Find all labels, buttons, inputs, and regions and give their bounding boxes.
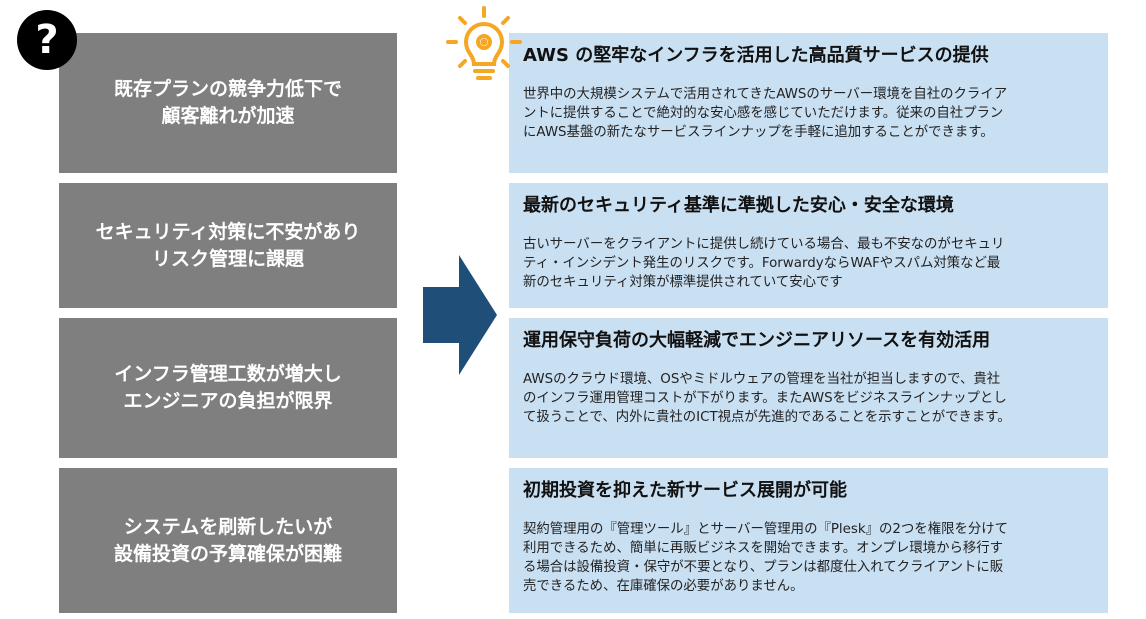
solution-title: 初期投資を抑えた新サービス展開が可能 — [523, 480, 847, 501]
solution-title: AWS の堅牢なインフラを活用した高品質サービスの提供 — [523, 45, 989, 66]
solution-title: 最新のセキュリティ基準に準拠した安心・安全な環境 — [523, 195, 954, 216]
problem-line: システムを刷新したいが — [123, 515, 333, 538]
solution-line: 売できるため、在庫確保の必要がありません。 — [523, 579, 804, 594]
lightbulb-gear-icon — [446, 6, 522, 80]
problem-line: エンジニアの負担が限界 — [123, 390, 333, 412]
problem-line: 既存プランの競争力低下で — [113, 78, 342, 100]
solution-line: て扱うことで、内外に貴社のICT視点が先進的であることを示すことができます。 — [523, 410, 1011, 425]
solution-title: 運用保守負荷の大幅軽減でエンジニアリソースを有効活用 — [523, 330, 991, 351]
problem-line: リスク管理に課題 — [151, 247, 304, 270]
problem-line: セキュリティ対策に不安があり — [95, 220, 361, 243]
solution-line: 利用できるため、簡単に再販ビジネスを開始できます。オンプレ環境から移行す — [523, 541, 1004, 556]
problem-box-1: 既存プランの競争力低下で顧客離れが加速 — [59, 33, 397, 173]
solution-line: 世界中の大規模システムで活用されてきたAWSのサーバー環境を自社のクライア — [523, 87, 1008, 102]
problem-box-3: インフラ管理工数が増大しエンジニアの負担が限界 — [59, 318, 397, 458]
solution-line: 新のセキュリティ対策が標準提供されていて安心です — [523, 275, 843, 290]
solution-box-2: 最新のセキュリティ基準に準拠した安心・安全な環境古いサーバーをクライアントに提供… — [509, 183, 1108, 308]
problem-line: 設備投資の予算確保が困難 — [113, 542, 342, 565]
solution-line: にAWS基盤の新たなサービスラインナップを手軽に追加することができます。 — [523, 125, 994, 140]
problem-box-4: システムを刷新したいが設備投資の予算確保が困難 — [59, 468, 397, 613]
solution-line: AWSのクラウド環境、OSやミドルウェアの管理を当社が担当しますので、貴社 — [523, 372, 1001, 387]
solution-box-1: AWS の堅牢なインフラを活用した高品質サービスの提供世界中の大規模システムで活… — [509, 33, 1108, 173]
right-arrow-icon — [423, 255, 497, 375]
solution-line: 古いサーバーをクライアントに提供し続けている場合、最も不安なのがセキュリ — [523, 237, 1005, 252]
problem-line: 顧客離れが加速 — [161, 105, 295, 127]
problem-box-2: セキュリティ対策に不安がありリスク管理に課題 — [59, 183, 397, 308]
problem-line: インフラ管理工数が増大し — [114, 363, 342, 385]
solution-line: 契約管理用の『管理ツール』とサーバー管理用の『Plesk』の2つを権限を分けて — [523, 522, 1009, 537]
solution-line: ティ・インシデント発生のリスクです。ForwardyならWAFやスパム対策など最 — [523, 256, 1001, 271]
solution-line: のインフラ運用管理コストが下がります。またAWSをビジネスラインナップとし — [523, 391, 1007, 406]
solution-line: る場合は設備投資・保守が不要となり、プランは都度仕入れてクライアントに販 — [523, 560, 1004, 575]
solution-box-3: 運用保守負荷の大幅軽減でエンジニアリソースを有効活用 AWSのクラウド環境、OSや… — [509, 318, 1108, 458]
question-mark-icon: ? — [17, 10, 77, 70]
solution-line: ントに提供することで絶対的な安心感を感じていただけます。従来の自社プラン — [523, 106, 1004, 121]
solution-box-4: 初期投資を抑えた新サービス展開が可能契約管理用の『管理ツール』とサーバー管理用の… — [509, 468, 1108, 613]
